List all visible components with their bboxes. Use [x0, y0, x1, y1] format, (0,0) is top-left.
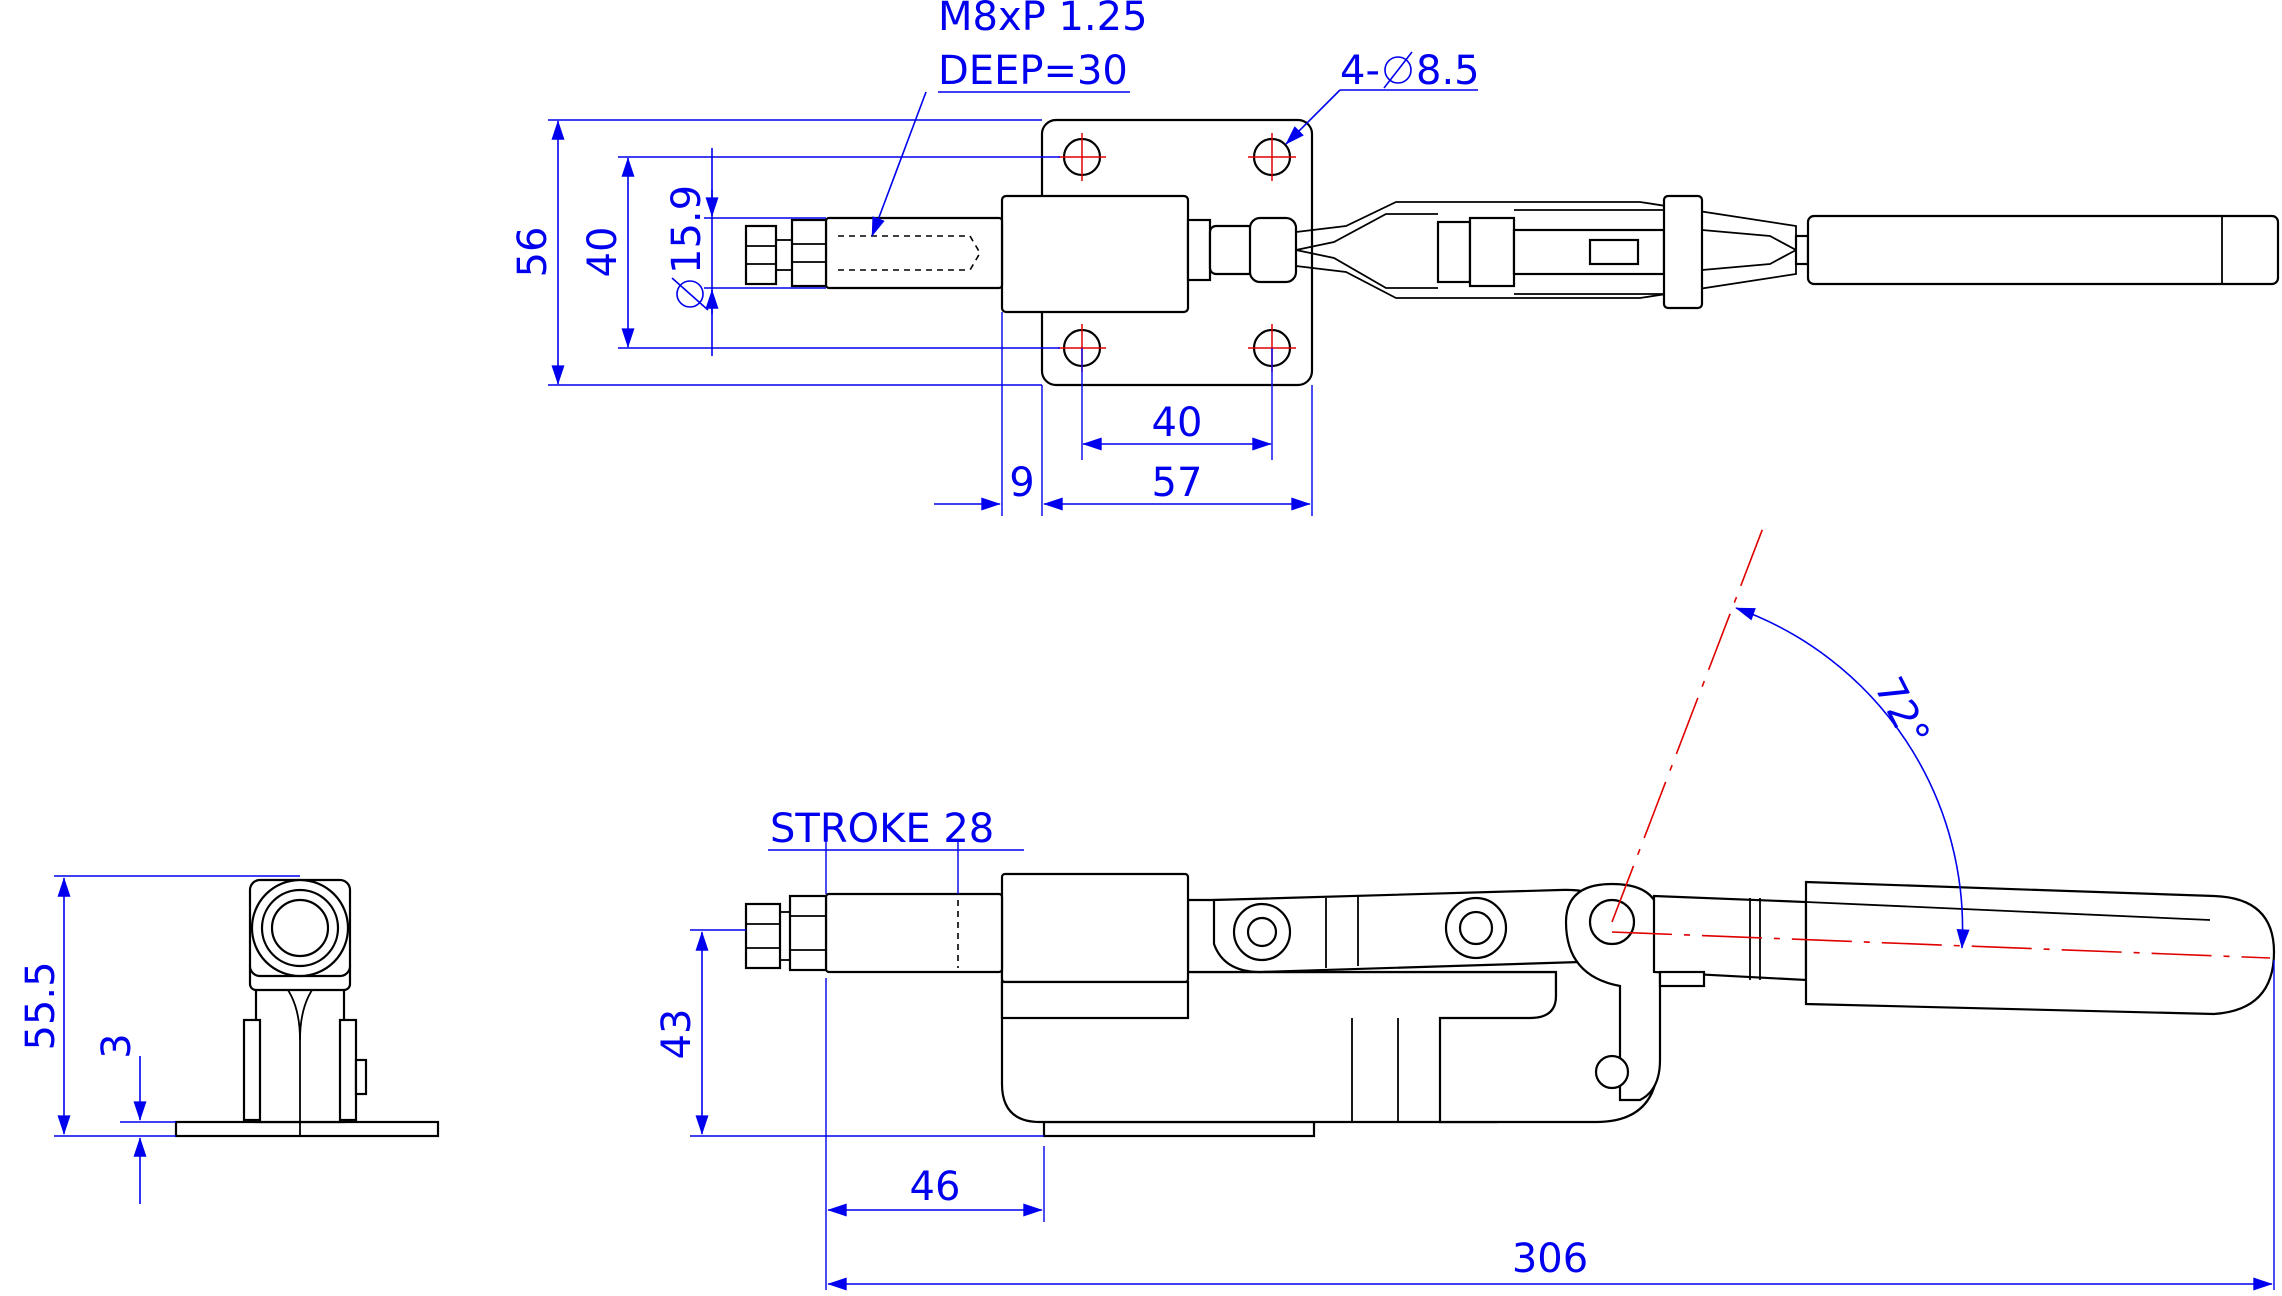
- pivot-pin-front-inner: [1246, 916, 1278, 948]
- dim-diameter-15-9: 15.9: [664, 185, 710, 311]
- linkage-top-view: [1186, 194, 1810, 310]
- bolt-head: [744, 224, 778, 286]
- end-view: 55.5 3: [18, 875, 440, 1204]
- plunger-housing: [1000, 194, 1190, 314]
- holes-diameter-label: 8.5: [1416, 48, 1480, 94]
- handle-lever: [1652, 894, 1808, 982]
- dim-40-vertical-label: 40: [580, 227, 626, 278]
- dim-55-5-label: 55.5: [18, 961, 64, 1050]
- lock-nut: [790, 218, 828, 288]
- top-view-dimensions: 56 40 15.9 40 9 57: [510, 0, 1480, 516]
- end-base-plate: [174, 1120, 440, 1138]
- angle-72-label: 72°: [1865, 670, 1938, 754]
- thread-spec-label: M8xP 1.25: [938, 0, 1148, 40]
- pivot-head: [1564, 882, 1662, 1102]
- dim-3-label: 3: [94, 1033, 140, 1058]
- plunger-rod-side: [824, 892, 1004, 974]
- end-view-dimensions: 55.5 3: [18, 875, 300, 1204]
- end-plunger-bore: [270, 898, 330, 958]
- dim-9-label: 9: [1009, 460, 1034, 506]
- handle-top-view: [1806, 214, 2280, 286]
- base-foot: [1042, 1120, 1316, 1138]
- dim-40-horizontal-label: 40: [1152, 400, 1203, 446]
- angle-arc: [1735, 607, 1970, 949]
- holes-count-label: 4-: [1340, 48, 1380, 94]
- housing-collar: [1000, 980, 1190, 1020]
- open-position-centerline: [1611, 519, 1767, 923]
- dim-15-9-label: 15.9: [664, 185, 710, 274]
- side-view: 72° STROKE 28 43 46 306: [654, 519, 2276, 1291]
- lower-pivot-pin: [1594, 1054, 1630, 1090]
- dim-57-label: 57: [1152, 460, 1203, 506]
- deep-label: DEEP=30: [938, 48, 1128, 94]
- plunger-rod: [824, 216, 1004, 290]
- lock-nut-side: [788, 894, 828, 972]
- top-view: 56 40 15.9 40 9 57: [510, 0, 2280, 516]
- handle-grip: [1804, 880, 2276, 1016]
- pivot-pin-middle-inner: [1458, 910, 1494, 946]
- dim-46-label: 46: [910, 1164, 961, 1210]
- dim-306-label: 306: [1512, 1236, 1588, 1282]
- dim-43-label: 43: [654, 1009, 700, 1060]
- diameter-symbol-icon: [1383, 51, 1413, 89]
- bolt-head-side: [744, 902, 782, 970]
- plunger-housing-side: [1000, 872, 1190, 984]
- stroke-28-label: STROKE 28: [770, 806, 994, 852]
- dim-56-label: 56: [510, 227, 556, 278]
